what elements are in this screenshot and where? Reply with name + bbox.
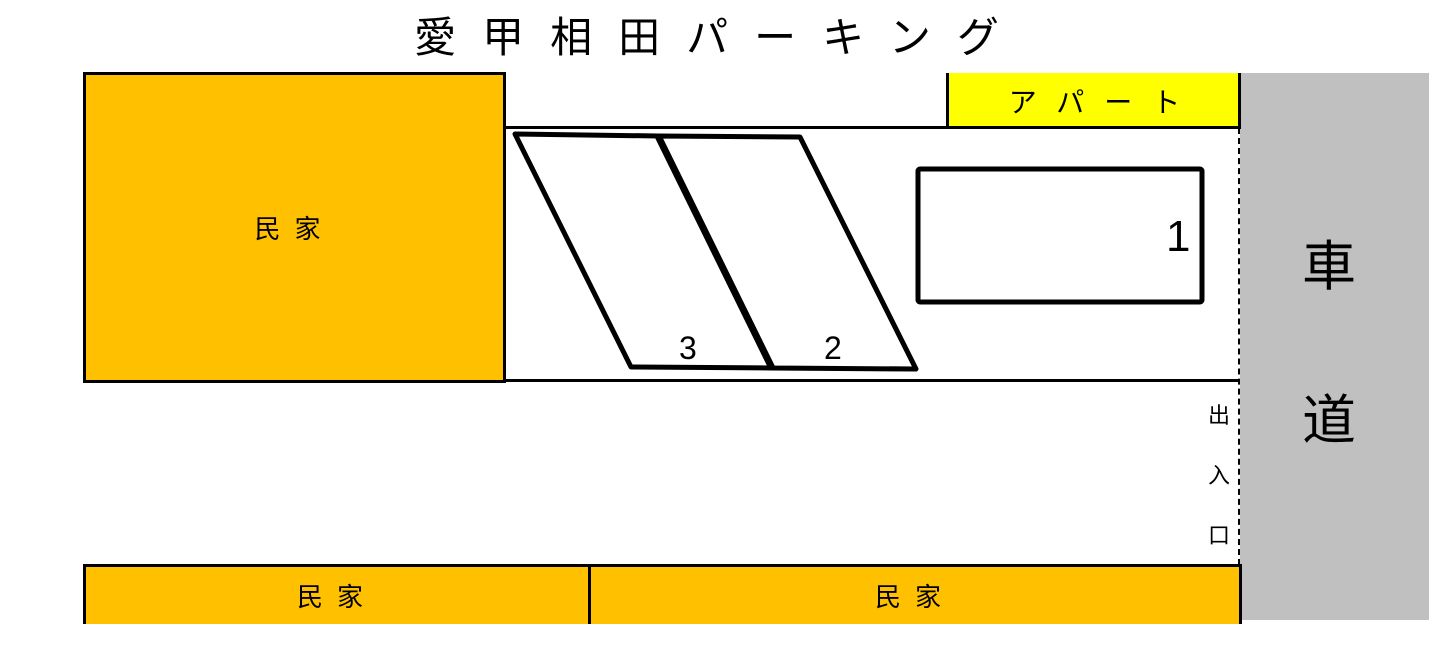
- parking-space-2-number: 2: [824, 330, 842, 366]
- entrance-dashed-line: [1238, 128, 1240, 565]
- parking-top-boundary: [504, 126, 1241, 129]
- house-top-left-label: 民家: [254, 215, 335, 245]
- house-bottom-right: 民家: [588, 564, 1242, 624]
- page-title: 愛甲相田パーキング: [414, 13, 1025, 62]
- parking-divider-line: [654, 134, 776, 370]
- house-top-left: 民家: [83, 72, 506, 383]
- parking-space-3-outline[interactable]: [512, 131, 775, 371]
- entrance-char-2: 入: [1208, 464, 1231, 489]
- road-label-bottom: 道: [1302, 389, 1356, 452]
- house-bottom-left-label: 民家: [296, 583, 377, 613]
- parking-space-1-outline[interactable]: [915, 166, 1205, 305]
- road: [1240, 73, 1429, 620]
- parking-space-3-number: 3: [679, 330, 697, 366]
- road-label-top: 車: [1302, 235, 1356, 298]
- house-bottom-left: 民家: [83, 564, 591, 624]
- entrance-char-3: 口: [1208, 524, 1231, 549]
- apartment: アパート: [946, 73, 1240, 128]
- apartment-right-border: [1238, 73, 1241, 129]
- entrance-char-1: 出: [1208, 404, 1231, 429]
- apartment-label: アパート: [1008, 85, 1201, 119]
- parking-space-1-number: 1: [1166, 212, 1191, 261]
- house-bottom-right-label: 民家: [874, 583, 955, 613]
- parking-middle-boundary: [504, 379, 1240, 382]
